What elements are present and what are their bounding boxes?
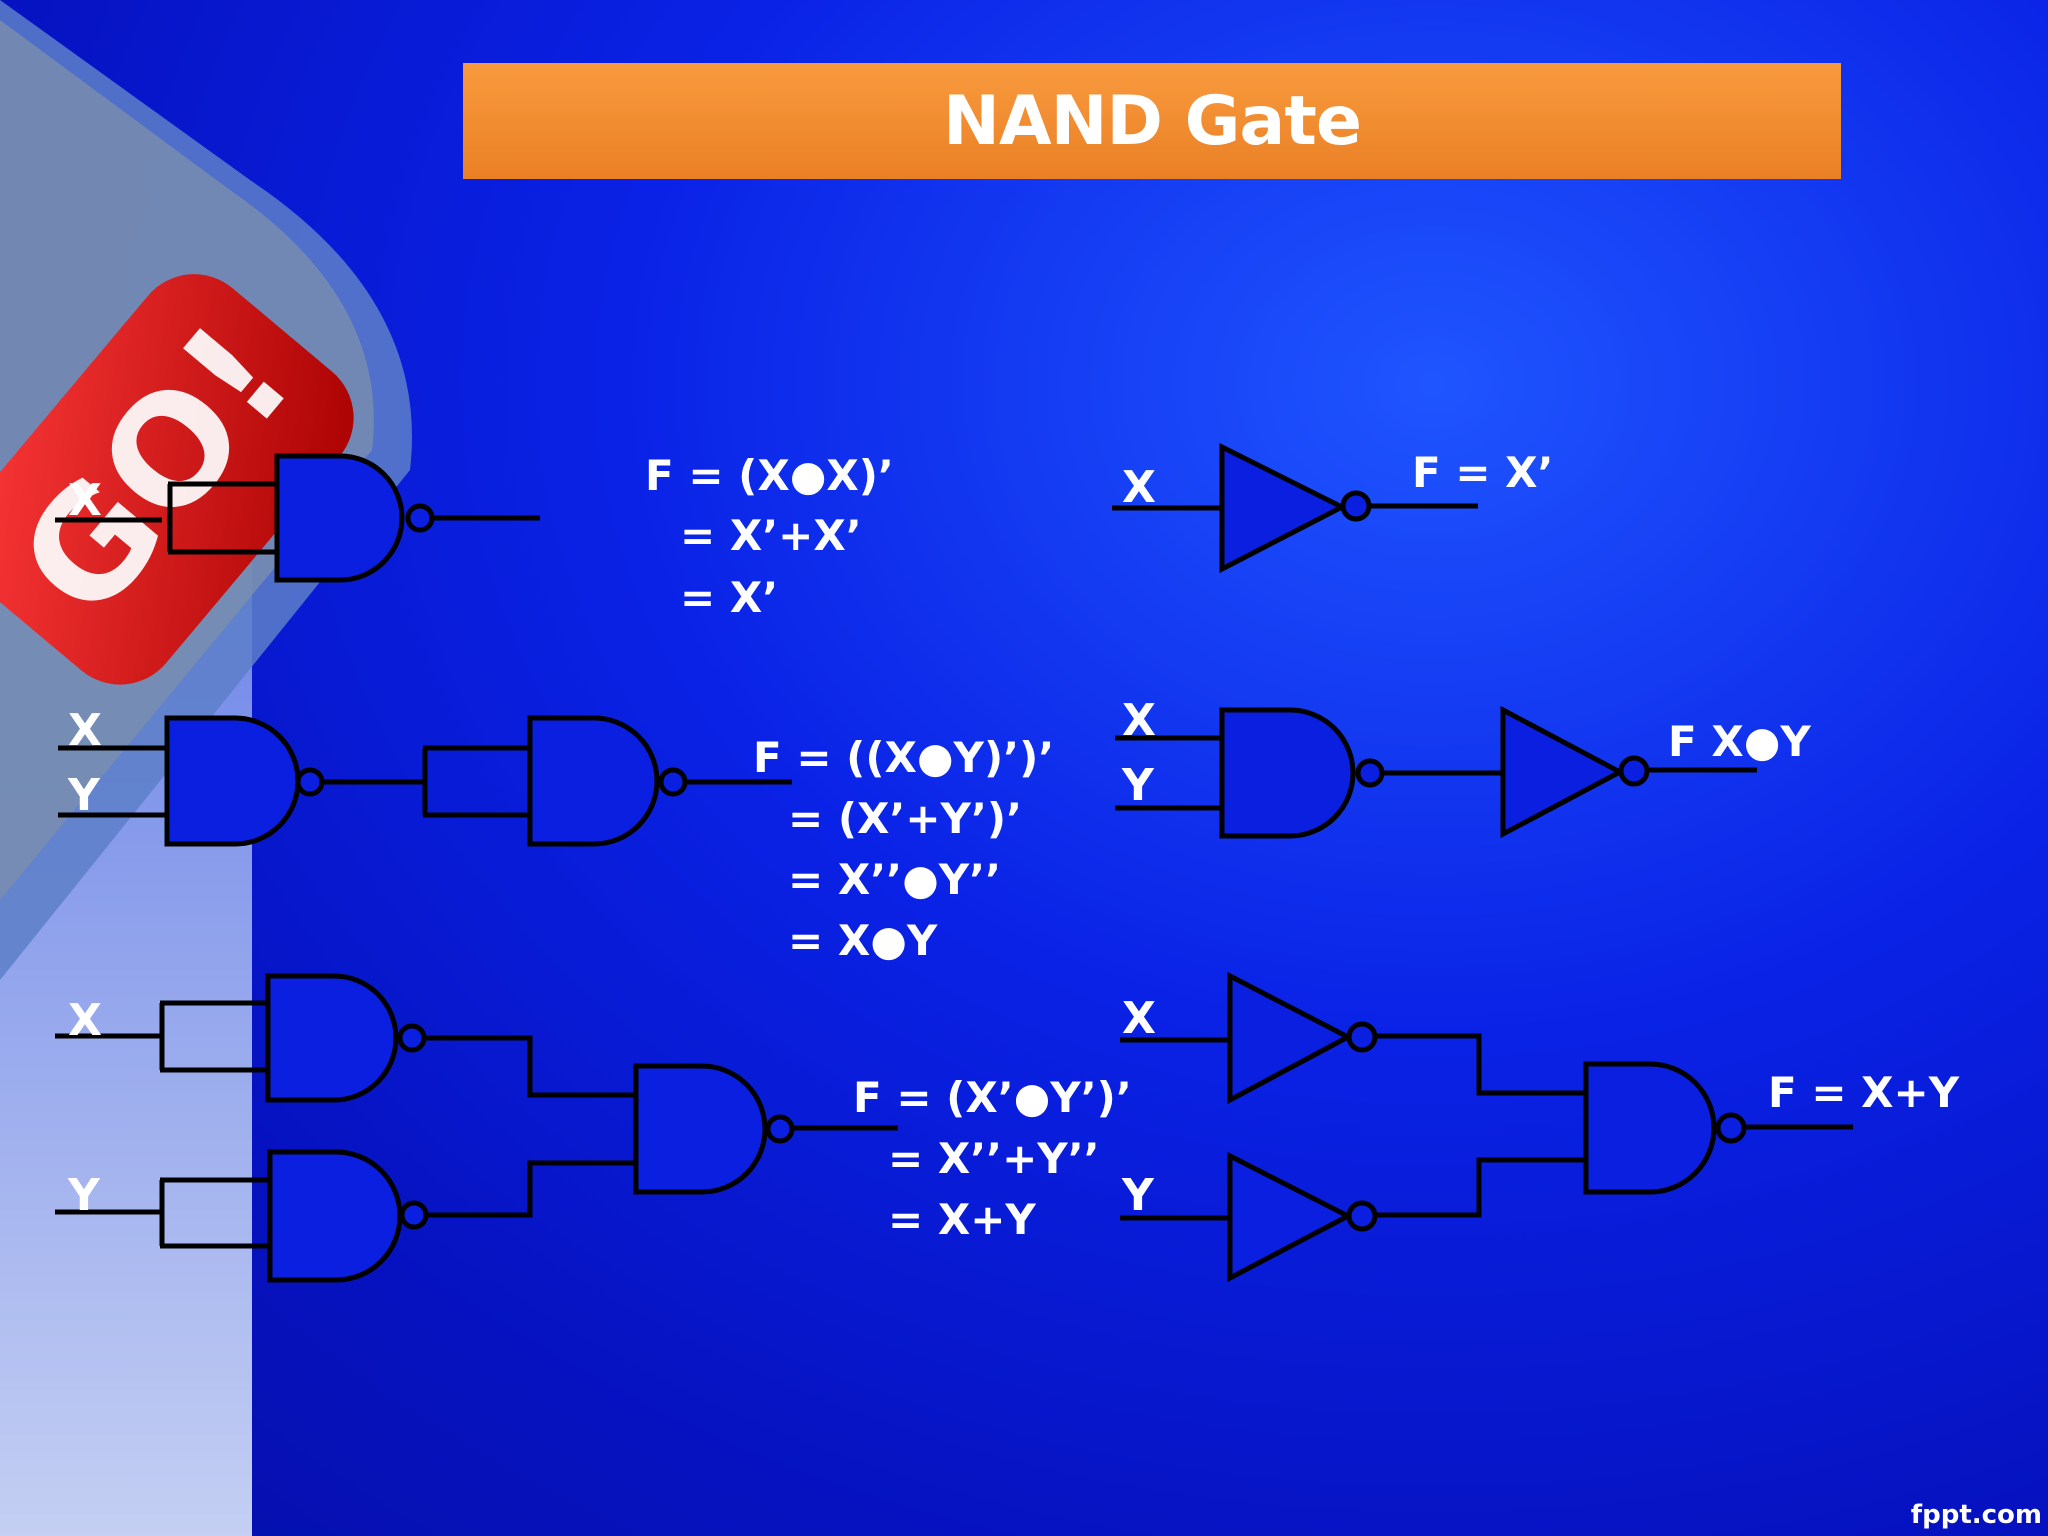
equation-line: F = (X●X)’ (645, 451, 894, 500)
watermark: fppt.com (1910, 1500, 2042, 1530)
input-label-x: X (68, 995, 102, 1046)
equation-line: = X’ (680, 573, 778, 622)
not-gate (1227, 1151, 1354, 1283)
and-gate (1219, 707, 1356, 839)
equation-line: = X’’+Y’’ (888, 1134, 1100, 1183)
input-label-x: X (68, 475, 102, 526)
nand-or-equation: F = (X’●Y’)’ = X’’+Y’’ = X+Y (853, 1073, 1132, 1244)
output-label: F X●Y (1668, 717, 1811, 766)
equation-line: = (X’+Y’)’ (788, 794, 1022, 843)
and-equivalent-circuit: X Y F X●Y (1115, 695, 1811, 839)
input-label-x: X (68, 705, 102, 756)
not-gate (1219, 442, 1348, 574)
output-label: F = X’ (1412, 448, 1553, 497)
nand-gate (164, 715, 301, 847)
slide-title: NAND Gate (943, 81, 1362, 161)
nand-or-circuit: X Y (55, 973, 898, 1283)
input-label-x: X (1122, 695, 1156, 746)
title-bar: NAND Gate (463, 63, 1841, 179)
input-label-x: X (1122, 993, 1156, 1044)
equation-line: = X’’●Y’’ (788, 855, 1001, 904)
input-label-y: Y (1121, 760, 1155, 811)
nand-and-equation: F = ((X●Y)’)’ = (X’+Y’)’ = X’’●Y’’ = X●Y (753, 733, 1054, 965)
nand-and-circuit: X Y (58, 705, 792, 847)
or-equivalent-circuit: X Y F = X+Y (1120, 971, 1960, 1283)
not-equivalent-circuit: X F = X’ (1112, 442, 1553, 574)
equation-line: = X+Y (888, 1195, 1036, 1244)
nand-not-equation: F = (X●X)’ = X’+X’ = X’ (645, 451, 894, 622)
nand-not-circuit: X (55, 453, 540, 583)
equation-line: F = ((X●Y)’)’ (753, 733, 1054, 782)
equation-line: F = (X’●Y’)’ (853, 1073, 1132, 1122)
nand-gate (1583, 1061, 1717, 1195)
nand-gate (274, 453, 405, 583)
nand-gate (265, 973, 399, 1103)
not-gate (1227, 971, 1354, 1105)
nand-gate (267, 1149, 403, 1283)
input-label-y: Y (67, 770, 101, 821)
nand-gate (633, 1063, 768, 1195)
input-label-x: X (1122, 462, 1156, 513)
equation-line: = X●Y (788, 916, 938, 965)
output-label: F = X+Y (1768, 1068, 1960, 1117)
not-gate (1500, 705, 1626, 839)
input-label-y: Y (1121, 1170, 1155, 1221)
input-label-y: Y (67, 1170, 101, 1221)
equation-line: = X’+X’ (680, 511, 862, 560)
nand-gate (527, 715, 660, 847)
